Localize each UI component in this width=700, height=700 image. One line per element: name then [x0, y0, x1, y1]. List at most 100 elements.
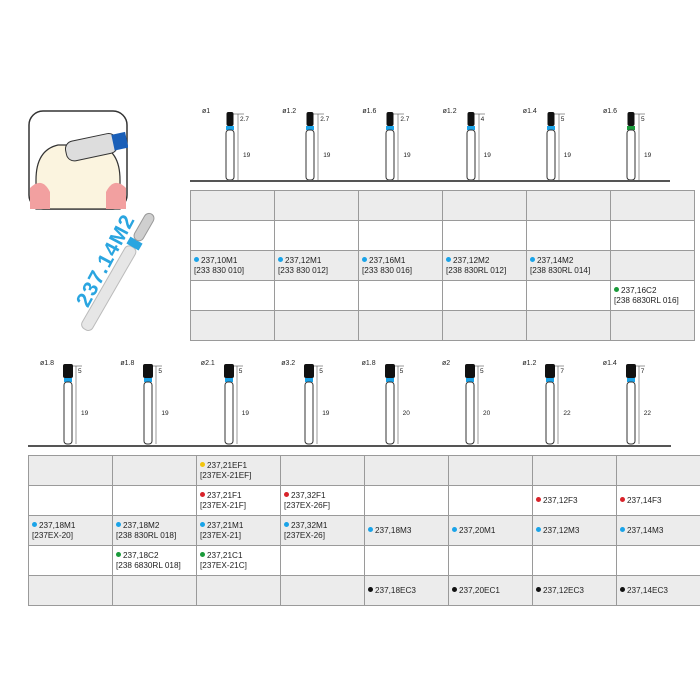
availability-dot — [452, 526, 457, 532]
table-cell — [280, 455, 365, 486]
availability-dot — [200, 491, 205, 497]
table-cell: 237,14EC3 — [616, 575, 700, 606]
table-cell: 237,14M3 — [616, 515, 700, 546]
bur-shape — [385, 112, 405, 181]
table-cell — [448, 545, 533, 576]
table-cell — [196, 575, 281, 606]
bur-shape — [466, 112, 485, 181]
bur-total-length: 19 — [161, 410, 169, 417]
bur-shape — [63, 364, 82, 445]
table-row: 237,21F1[237EX-21F]237,32F1[237EX-26F]23… — [28, 485, 700, 516]
bur-total-length: 20 — [483, 410, 491, 417]
availability-dot — [362, 256, 367, 262]
bur-diameter-label: ø1.4 — [522, 108, 537, 115]
table-cell: 237,32M1[237EX-26] — [280, 515, 365, 546]
table-cell: 237,18M3 — [364, 515, 449, 546]
table-row: 237,18M1[237EX-20]237,18M2[238 830RL 018… — [28, 515, 700, 546]
table-cell: 237,18M1[237EX-20] — [28, 515, 113, 546]
availability-dot — [614, 286, 619, 292]
availability-dot — [200, 551, 205, 557]
bur-total-length: 19 — [644, 152, 652, 159]
product-code: 237,14EC3 — [627, 585, 668, 595]
table-cell — [526, 310, 611, 341]
product-reference: [233 830 012] — [278, 265, 329, 275]
table-cell — [280, 545, 365, 576]
bur-diameter-label: ø2.1 — [200, 360, 215, 367]
product-reference: [238 6830RL 018] — [116, 560, 181, 570]
table-cell — [610, 310, 695, 341]
bur-shape — [143, 364, 163, 445]
table-cell — [616, 545, 700, 576]
table-row: 237,18C2[238 6830RL 018]237,21C1[237EX-2… — [28, 545, 700, 576]
table-cell — [610, 250, 695, 281]
product-code: 237,20EC1 — [459, 585, 500, 595]
product-code: 237,14M3 — [627, 525, 664, 535]
product-code: 237,18M3 — [375, 525, 412, 535]
bur-head-length: 4 — [480, 116, 485, 123]
table-cell: 237,18C2[238 6830RL 018] — [112, 545, 197, 576]
bur-head-length: 5 — [641, 116, 645, 123]
availability-dot — [620, 526, 625, 532]
bur-diameter-label: ø2 — [442, 360, 451, 367]
product-code: 237,16M1 — [369, 255, 406, 265]
product-reference: [237EX-21EF] — [200, 470, 252, 480]
table-cell — [28, 545, 113, 576]
table-cell — [274, 310, 359, 341]
table-cell: 237,20M1 — [448, 515, 533, 546]
table-row — [190, 190, 695, 221]
table-cell: 237,14M2[238 830RL 014] — [526, 250, 611, 281]
table-cell — [448, 455, 533, 486]
table-cell — [280, 575, 365, 606]
table-cell: 237,18M2[238 830RL 018] — [112, 515, 197, 546]
table-cell — [112, 455, 197, 486]
bur-diameter-label: ø1.8 — [361, 360, 376, 367]
product-bur-image — [81, 212, 155, 331]
bur-shape — [305, 112, 325, 181]
table-cell — [190, 310, 275, 341]
bur-diameter-label: ø3.2 — [281, 360, 296, 367]
availability-dot — [194, 256, 199, 262]
table-cell: 237,21EF1[237EX-21EF] — [196, 455, 281, 486]
bur-head-length: 2.7 — [320, 116, 330, 123]
table-cell — [364, 485, 449, 516]
bur-total-length: 19 — [483, 152, 491, 159]
product-code: 237,21F1 — [207, 490, 242, 500]
product-code: 237,20M1 — [459, 525, 496, 535]
table-cell — [190, 190, 275, 221]
table-cell — [526, 280, 611, 311]
bur-diameter-label: ø1.8 — [120, 360, 135, 367]
table-cell — [358, 310, 443, 341]
availability-dot — [32, 521, 37, 527]
availability-dot — [368, 586, 373, 592]
bur-total-length: 20 — [402, 410, 410, 417]
availability-dot — [530, 256, 535, 262]
availability-dot — [116, 551, 121, 557]
product-reference: [233 830 010] — [194, 265, 245, 275]
product-code: 237,14F3 — [627, 495, 662, 505]
bur-total-length: 22 — [643, 410, 652, 417]
availability-dot — [536, 496, 541, 502]
table-cell: 237,16C2[238 6830RL 016] — [610, 280, 695, 311]
product-code: 237,18M2 — [123, 520, 160, 530]
table-cell — [442, 310, 527, 341]
product-reference: [237EX-20] — [32, 530, 73, 540]
bur-head-length: 5 — [319, 368, 323, 375]
table-cell — [274, 220, 359, 251]
table-cell: 237,10M1[233 830 010] — [190, 250, 275, 281]
bur-shape — [545, 364, 565, 445]
bur-total-length: 19 — [241, 410, 250, 417]
availability-dot — [200, 521, 205, 527]
availability-dot — [620, 496, 625, 502]
product-code: 237,21M1 — [207, 520, 244, 530]
top-baseline — [190, 180, 670, 182]
table-cell: 237,12M3 — [532, 515, 617, 546]
table-cell: 237,12M2[238 830RL 012] — [442, 250, 527, 281]
table-row: 237,10M1[233 830 010]237,12M1[233 830 01… — [190, 250, 695, 281]
